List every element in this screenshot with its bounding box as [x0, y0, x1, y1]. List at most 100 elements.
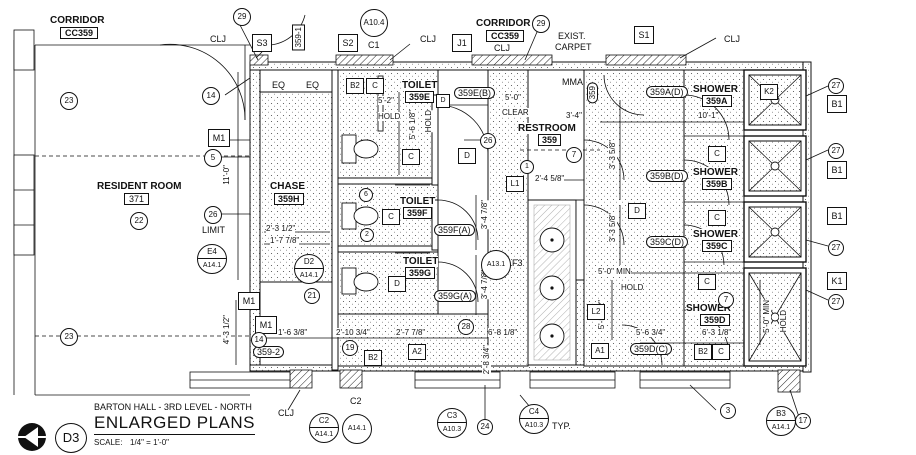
- scale-label: SCALE:: [94, 438, 123, 447]
- outer-walls: [189, 54, 812, 393]
- exist-carpet-label: CARPET: [555, 42, 592, 52]
- equipment-tag: B1: [827, 207, 847, 225]
- shower-b-name: SHOWER: [693, 167, 738, 178]
- hold-label: HOLD: [779, 310, 788, 333]
- grid-bubble: 14: [202, 87, 220, 105]
- equipment-tag: M1: [208, 129, 230, 147]
- dimension-text: 3'-3 5/8": [608, 213, 617, 243]
- callout-id: C3: [438, 409, 466, 423]
- clj-label: CLJ: [210, 34, 227, 44]
- chase-name: CHASE: [270, 181, 306, 192]
- door-tag: 359-1: [292, 24, 305, 51]
- shower-c-name: SHOWER: [693, 229, 738, 240]
- equipment-tag: A1: [591, 343, 609, 359]
- corridor-mid-name: CORRIDOR: [476, 18, 531, 29]
- clj-label: CLJ: [278, 408, 295, 418]
- equipment-tag: M1: [255, 316, 277, 334]
- grid-bubble: 28: [458, 319, 474, 335]
- equipment-tag: A2: [408, 344, 426, 360]
- door-tag: 359: [587, 82, 598, 104]
- equipment-tag: B2: [346, 78, 364, 94]
- dimension-text: 6'-8 1/8": [488, 328, 518, 337]
- toilet-f-number: 359F: [403, 207, 432, 219]
- callout-label: C1: [368, 40, 380, 50]
- callout-sheet: A14.1: [314, 431, 334, 438]
- shower-b-number: 359B: [702, 178, 732, 190]
- section-callout: E4 A14.1: [197, 244, 227, 274]
- shower-a-name: SHOWER: [693, 84, 738, 95]
- equipment-tag: C: [698, 274, 716, 290]
- dimension-text: 2'-4 5/8": [535, 174, 565, 183]
- grid-bubble: 27: [828, 240, 844, 256]
- section-callout: D2 A14.1: [294, 254, 324, 284]
- equipment-tag: C: [402, 149, 420, 165]
- resident-room-name: RESIDENT ROOM: [97, 181, 182, 192]
- equipment-tag: C: [382, 209, 400, 225]
- door-tag: 359F(A): [434, 224, 475, 236]
- door-tag: 359G(A): [434, 290, 477, 302]
- section-callout: C3 A10.3: [437, 408, 467, 438]
- callout-sheet: A10.3: [524, 422, 544, 429]
- dimension-text: 11'-0": [222, 165, 231, 185]
- lavatory-counter: [527, 195, 585, 366]
- toilet-f-name: TOILET: [400, 196, 436, 207]
- section-callout: B3 A14.1: [766, 406, 796, 436]
- section-callout: A13.1: [481, 250, 511, 280]
- limit-label: LIMIT: [202, 225, 226, 235]
- grid-bubble: 27: [828, 78, 844, 94]
- restroom-name: RESTROOM: [518, 123, 576, 134]
- equipment-tag: C: [712, 344, 730, 360]
- equipment-tag: C: [708, 146, 726, 162]
- min-label: 5'-0" MIN: [762, 300, 771, 333]
- equipment-tag: B2: [364, 350, 382, 366]
- corridor-left-number: CC359: [60, 27, 99, 39]
- dimension-text: 3'-4 7/8": [480, 200, 489, 230]
- restroom-number: 359: [538, 134, 562, 146]
- dimension-text: 1'-7 7/8": [270, 236, 300, 245]
- grid-bubble: 23: [60, 92, 78, 110]
- grid-bubble: 1: [520, 160, 534, 174]
- section-callout: A10.4: [360, 9, 388, 37]
- grid-bubble: 14: [251, 332, 267, 348]
- section-callout: C2 A14.1: [309, 413, 339, 443]
- resident-room-number: 371: [124, 193, 150, 205]
- clj-label: CLJ: [494, 43, 511, 53]
- grid-bubble: 19: [342, 340, 358, 356]
- door-tag: 359C(D): [646, 236, 689, 248]
- grid-bubble: 2: [360, 228, 374, 242]
- hold-label: HOLD: [621, 283, 644, 292]
- equipment-tag: D: [458, 148, 476, 164]
- door-tag: 359D(C): [630, 343, 673, 355]
- dimension-text: 4'-3 1/2": [222, 315, 231, 345]
- sheet-title: ENLARGED PLANS: [94, 413, 255, 435]
- callout-label: F3: [512, 258, 523, 268]
- equipment-tag: B1: [827, 161, 847, 179]
- toilet-e-number: 359E: [405, 91, 435, 103]
- grid-bubble: 6: [359, 188, 373, 202]
- grid-bubble: 27: [828, 143, 844, 159]
- dimension-text: 2'-8 3/4": [482, 345, 491, 375]
- door-tag: 359A(D): [646, 86, 688, 98]
- min-label: 5'-0" MIN: [598, 267, 631, 276]
- grid-bubble: 26: [204, 206, 222, 224]
- grid-bubble: 24: [477, 419, 493, 435]
- grid-bubble: 7: [718, 292, 734, 308]
- dimension-text: 6'-3 1/8": [702, 328, 732, 337]
- equipment-tag: C: [366, 78, 384, 94]
- grid-bubble: 7: [566, 147, 582, 163]
- equipment-tag: K2: [760, 84, 778, 100]
- clj-label: CLJ: [724, 34, 741, 44]
- dimension-text: 3'-3 5/8": [608, 140, 617, 170]
- dimension-text: 2'-7 7/8": [396, 328, 426, 337]
- callout-label: C2: [350, 396, 362, 406]
- callout-id: E4: [198, 245, 226, 259]
- equipment-tag: B1: [827, 95, 847, 113]
- exist-carpet-label: EXIST.: [558, 31, 586, 41]
- grid-bubble: 27: [828, 294, 844, 310]
- equipment-tag: M1: [238, 292, 260, 310]
- shower-c-number: 359C: [702, 240, 732, 252]
- shower-d-number: 359D: [700, 314, 730, 326]
- chase-number: 359H: [274, 193, 304, 205]
- equipment-tag: S3: [252, 34, 272, 52]
- equipment-tag: C: [708, 210, 726, 226]
